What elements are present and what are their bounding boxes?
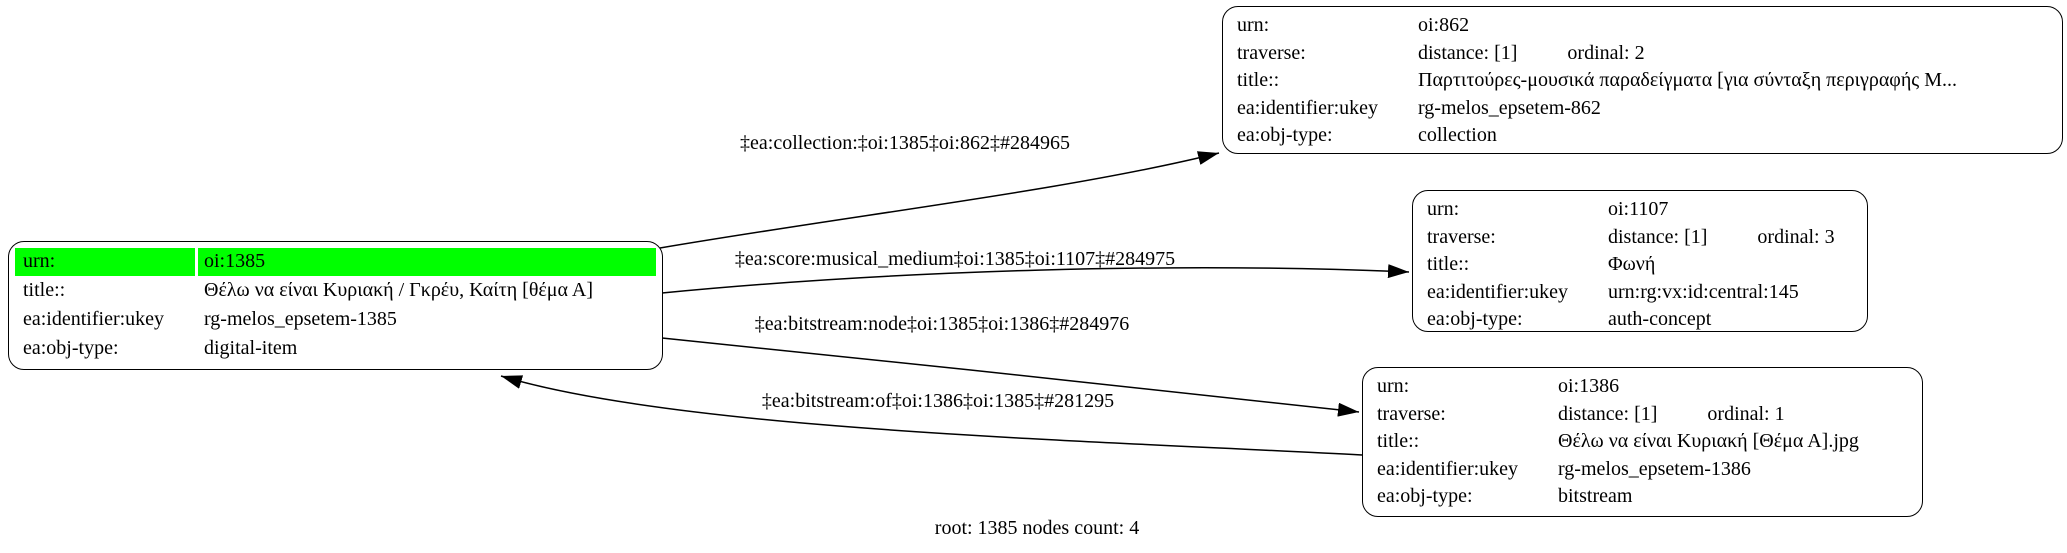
node-auth-concept-1107: urn: oi:1107 traverse: distance: [1] ordi… bbox=[1412, 190, 1868, 332]
attr-row-urn: urn: oi:1385 bbox=[15, 248, 656, 276]
attr-key: ea:identifier:ukey bbox=[1377, 457, 1519, 480]
attr-row-urn: urn: oi:1107 bbox=[1419, 196, 1861, 224]
attr-key: ea:identifier:ukey bbox=[23, 308, 165, 331]
attr-row-title: title:: Θέλω να είναι Κυριακή [Θέμα Α].j… bbox=[1369, 428, 1916, 456]
attr-key: traverse: bbox=[1377, 402, 1446, 425]
attr-key: urn: bbox=[15, 248, 195, 276]
attr-value: Παρτιτούρες-μουσικά παραδείγματα [για σύ… bbox=[1418, 69, 1958, 92]
attr-value-ordinal: ordinal: 2 bbox=[1567, 41, 1645, 64]
edge-bitstream-of-line bbox=[500, 375, 1363, 456]
attr-row-identifier: ea:identifier:ukey urn:rg:vx:id:central:… bbox=[1419, 279, 1861, 307]
attr-value: rg-melos_epsetem-862 bbox=[1418, 96, 1601, 119]
attr-value: oi:1385 bbox=[204, 250, 266, 273]
attr-value-distance: distance: [1] bbox=[1608, 225, 1708, 248]
node-bitstream-1386: urn: oi:1386 traverse: distance: [1] ordi… bbox=[1362, 367, 1923, 517]
attr-key: ea:obj-type: bbox=[23, 337, 119, 360]
attr-value: digital-item bbox=[204, 337, 298, 360]
attr-key: urn: bbox=[1237, 14, 1270, 36]
attr-row-obj-type: ea:obj-type: collection bbox=[1229, 122, 2056, 150]
attr-row-urn: urn: oi:1386 bbox=[1369, 373, 1916, 401]
attr-key: title:: bbox=[1377, 430, 1420, 453]
edge-collection-line bbox=[659, 151, 1220, 249]
attr-row-identifier: ea:identifier:ukey rg-melos_epsetem-1386 bbox=[1369, 456, 1916, 484]
attr-key: urn: bbox=[1427, 198, 1460, 220]
attr-row-traverse: traverse: distance: [1] ordinal: 1 bbox=[1369, 401, 1916, 429]
graph-caption: root: 1385 nodes count: 4 bbox=[934, 517, 1140, 539]
attr-key: title:: bbox=[1237, 69, 1280, 92]
attr-key: ea:obj-type: bbox=[1237, 124, 1333, 147]
edge-bitstream-node-line bbox=[661, 337, 1360, 417]
attr-key: title:: bbox=[23, 279, 66, 302]
attr-value: Θέλω να είναι Κυριακή [Θέμα Α].jpg bbox=[1558, 430, 1859, 453]
attr-key: ea:obj-type: bbox=[1377, 485, 1473, 508]
attr-value: oi:1386 bbox=[1558, 375, 1620, 397]
node-collection-862: urn: oi:862 traverse: distance: [1] ordin… bbox=[1222, 6, 2063, 154]
attr-key: title:: bbox=[1427, 253, 1470, 276]
edge-label-collection: ‡ea:collection:‡oi:1385‡oi:862‡#284965 bbox=[740, 132, 1070, 154]
attr-value: collection bbox=[1418, 124, 1497, 147]
attr-key: traverse: bbox=[1237, 41, 1306, 64]
node-digital-item-1385: urn: oi:1385 title:: Θέλω να είναι Κυρια… bbox=[8, 241, 663, 370]
attr-value: auth-concept bbox=[1608, 308, 1712, 331]
attr-row-urn: urn: oi:862 bbox=[1229, 12, 2056, 40]
attr-value: urn:rg:vx:id:central:145 bbox=[1608, 280, 1799, 303]
attr-key: traverse: bbox=[1427, 225, 1496, 248]
attr-row-obj-type: ea:obj-type: auth-concept bbox=[1419, 306, 1861, 334]
attr-value: oi:1107 bbox=[1608, 198, 1669, 220]
attr-key: urn: bbox=[1377, 375, 1410, 397]
attr-value-ordinal: ordinal: 3 bbox=[1757, 225, 1835, 248]
attr-key: ea:identifier:ukey bbox=[1427, 280, 1569, 303]
attr-row-traverse: traverse: distance: [1] ordinal: 3 bbox=[1419, 224, 1861, 252]
attr-key: ea:obj-type: bbox=[1427, 308, 1523, 331]
edge-label-bitstream-node: ‡ea:bitstream:node‡oi:1385‡oi:1386‡#2849… bbox=[754, 313, 1130, 335]
attr-row-traverse: traverse: distance: [1] ordinal: 2 bbox=[1229, 40, 2056, 68]
attr-row-identifier: ea:identifier:ukey rg-melos_epsetem-862 bbox=[1229, 95, 2056, 123]
attr-row-identifier: ea:identifier:ukey rg-melos_epsetem-1385 bbox=[15, 306, 656, 334]
attr-value-distance: distance: [1] bbox=[1418, 41, 1518, 64]
attr-value-ordinal: ordinal: 1 bbox=[1707, 402, 1785, 425]
edge-label-bitstream-of: ‡ea:bitstream:of‡oi:1386‡oi:1385‡#281295 bbox=[761, 390, 1115, 412]
attr-value: rg-melos_epsetem-1386 bbox=[1558, 457, 1751, 480]
edge-score-musical-medium-line bbox=[661, 264, 1410, 294]
attr-row-obj-type: ea:obj-type: bitstream bbox=[1369, 483, 1916, 511]
attr-value: Φωνή bbox=[1608, 253, 1656, 276]
attr-row-title: title:: Παρτιτούρες-μουσικά παραδείγματα… bbox=[1229, 67, 2056, 95]
attr-value: Θέλω να είναι Κυριακή / Γκρέυ, Καίτη [θέ… bbox=[204, 279, 594, 302]
attr-row-title: title:: Θέλω να είναι Κυριακή / Γκρέυ, Κ… bbox=[15, 277, 656, 305]
attr-value: oi:862 bbox=[1418, 14, 1470, 36]
attr-value-distance: distance: [1] bbox=[1558, 402, 1658, 425]
attr-row-title: title:: Φωνή bbox=[1419, 251, 1861, 279]
attr-row-obj-type: ea:obj-type: digital-item bbox=[15, 335, 656, 363]
attr-value: rg-melos_epsetem-1385 bbox=[204, 308, 397, 331]
attr-value: bitstream bbox=[1558, 485, 1633, 508]
edge-label-score-musical-medium: ‡ea:score:musical_medium‡oi:1385‡oi:1107… bbox=[734, 248, 1176, 270]
attr-key: ea:identifier:ukey bbox=[1237, 96, 1379, 119]
